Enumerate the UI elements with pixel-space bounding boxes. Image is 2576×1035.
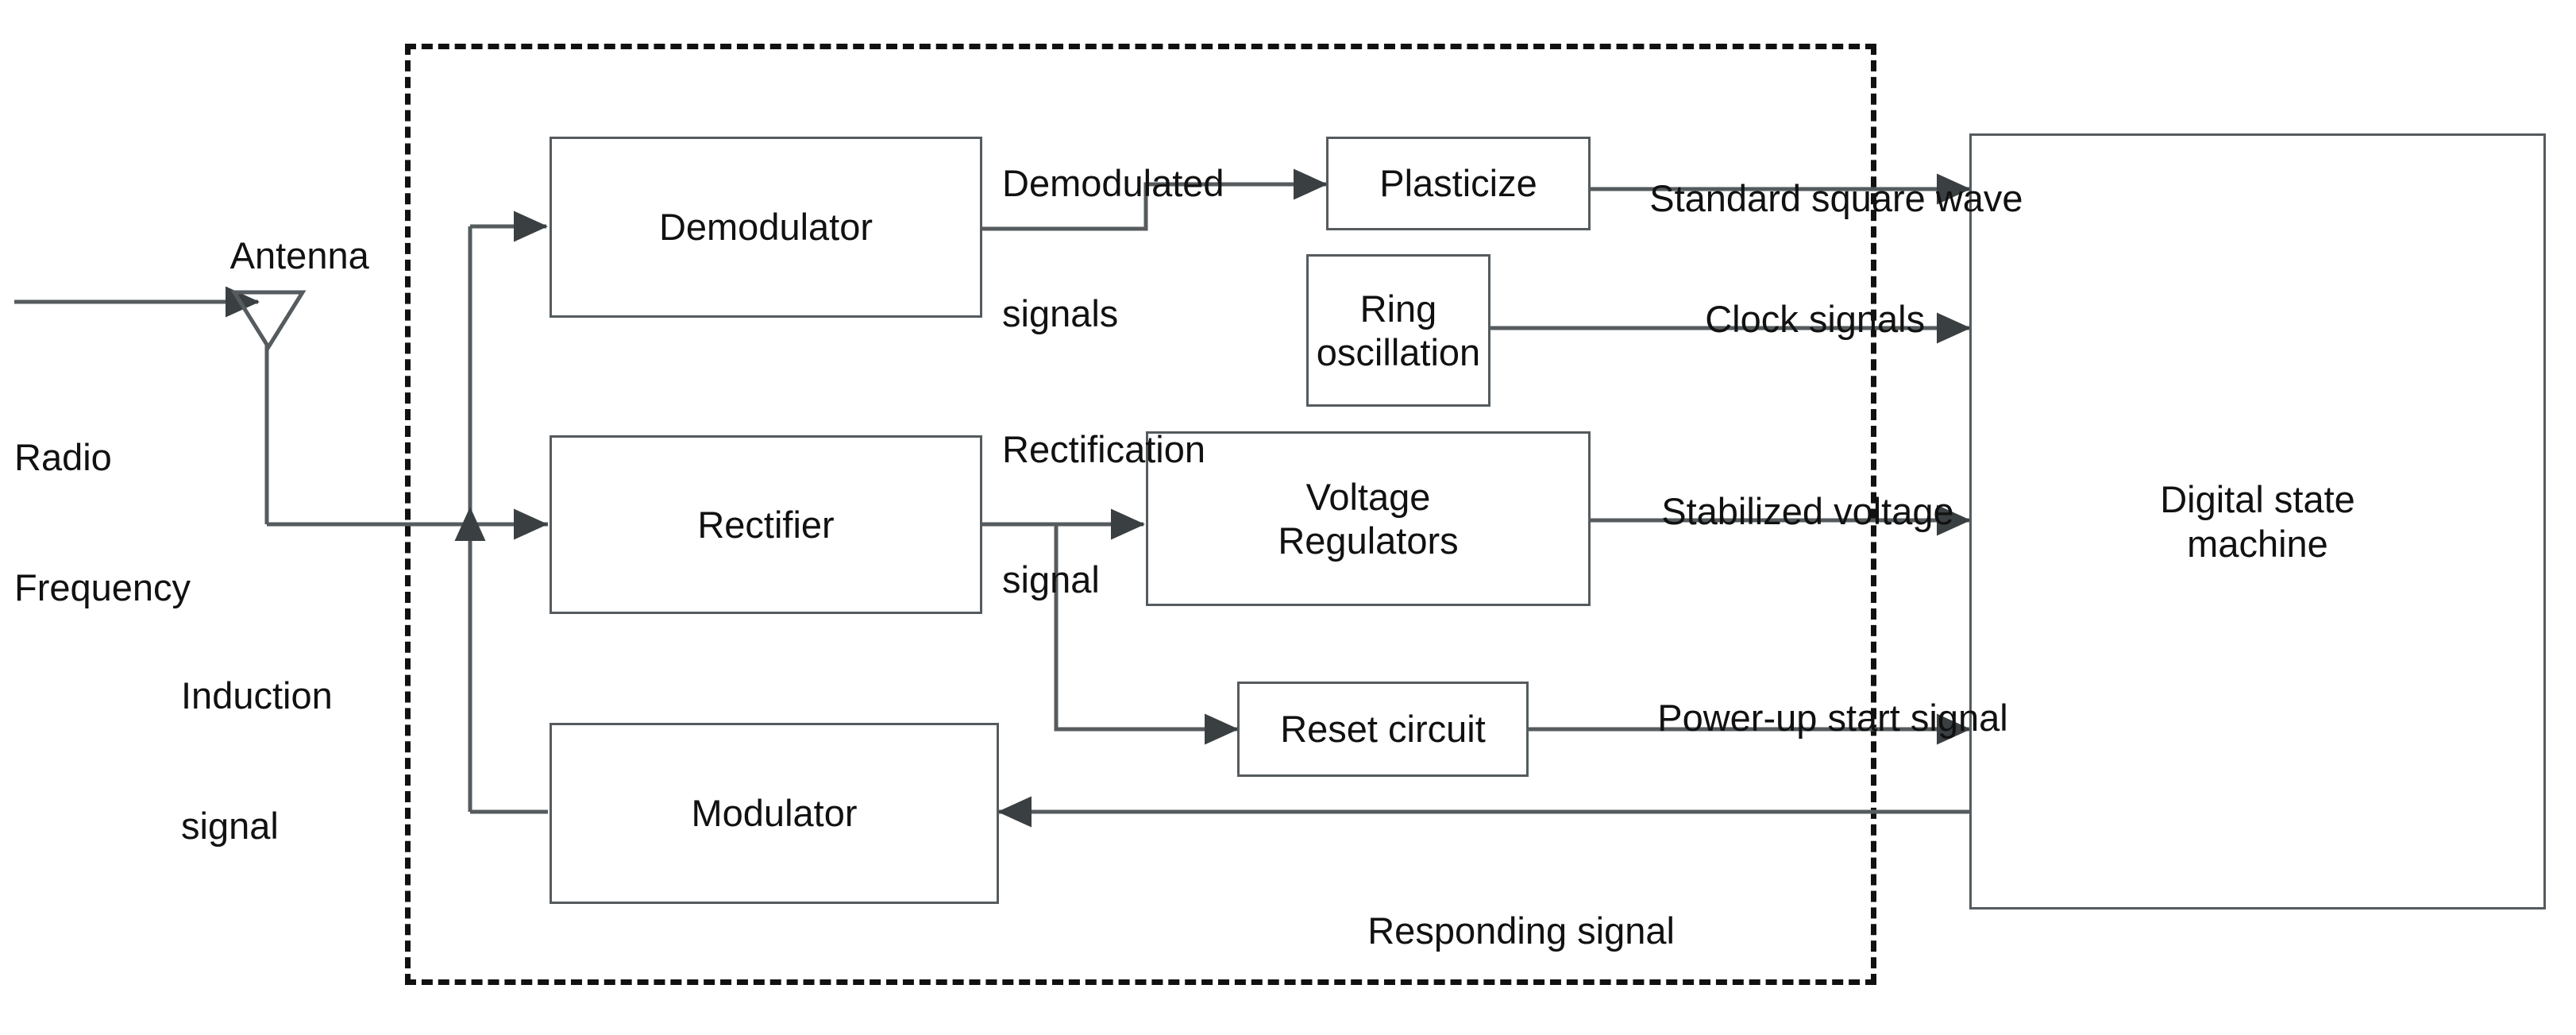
label-power-up-start-signal: Power-up start signal (1616, 653, 2008, 783)
block-digital-state-machine-label-line1: Digital state (2160, 478, 2355, 521)
block-plasticize-label: Plasticize (1379, 162, 1537, 205)
label-standard-square-wave: Standard square wave (1608, 133, 2023, 264)
wire-rectifier-to-reset-circuit (1054, 524, 1240, 745)
block-voltage-regulators[interactable]: Voltage Regulators (1146, 431, 1591, 606)
label-demodulated-signals-line1: Demodulated (1002, 162, 1224, 205)
block-plasticize[interactable]: Plasticize (1326, 137, 1591, 230)
label-radio-frequency: Radio Frequency (14, 350, 191, 696)
label-stabilized-voltage-text: Stabilized voltage (1661, 489, 1954, 532)
block-modulator-label: Modulator (691, 792, 858, 835)
block-modulator[interactable]: Modulator (550, 723, 999, 904)
block-rectifier-label: Rectifier (697, 503, 835, 546)
label-induction-signal-line2: signal (181, 804, 279, 847)
label-rectification-signal: Rectification signal (1002, 342, 1205, 688)
block-reset-circuit-label: Reset circuit (1280, 708, 1486, 751)
label-demodulated-signals: Demodulated signals (1002, 75, 1224, 422)
analog-front-end-boundary (405, 44, 1876, 985)
label-induction-signal: Induction signal (181, 588, 333, 934)
label-rectification-signal-line2: signal (1002, 558, 1100, 601)
block-demodulator[interactable]: Demodulator (550, 137, 982, 318)
label-rectification-signal-line1: Rectification (1002, 428, 1205, 471)
label-radio-frequency-line2: Frequency (14, 566, 191, 608)
label-stabilized-voltage: Stabilized voltage (1620, 446, 1954, 577)
label-antenna-text: Antenna (229, 234, 369, 276)
block-ring-oscillation-label-line1: Ring (1359, 287, 1437, 330)
label-clock-signals: Clock signals (1664, 254, 1925, 384)
label-power-up-start-signal-text: Power-up start signal (1657, 696, 2008, 739)
label-induction-signal-line1: Induction (181, 674, 333, 717)
block-digital-state-machine-label-line2: machine (2187, 522, 2328, 565)
block-demodulator-label: Demodulator (658, 206, 873, 249)
block-voltage-regulators-label-line1: Voltage (1305, 475, 1431, 518)
label-radio-frequency-line1: Radio (14, 436, 112, 479)
label-responding-signal: Responding signal (1326, 866, 1675, 996)
block-voltage-regulators-label-line2: Regulators (1278, 519, 1459, 562)
block-digital-state-machine[interactable]: Digital state machine (1969, 133, 2546, 909)
label-responding-signal-text: Responding signal (1367, 909, 1675, 952)
block-rectifier[interactable]: Rectifier (550, 435, 982, 614)
block-ring-oscillation[interactable]: Ring oscillation (1306, 254, 1490, 407)
label-antenna: Antenna (191, 191, 369, 321)
block-reset-circuit[interactable]: Reset circuit (1237, 682, 1529, 777)
wire-demodulator-to-plasticize (982, 168, 1328, 231)
antenna-triangle-icon (230, 290, 307, 351)
label-clock-signals-text: Clock signals (1705, 297, 1926, 340)
label-demodulated-signals-line2: signals (1002, 292, 1119, 334)
label-standard-square-wave-text: Standard square wave (1649, 176, 2023, 219)
block-ring-oscillation-label-line2: oscillation (1316, 331, 1481, 373)
